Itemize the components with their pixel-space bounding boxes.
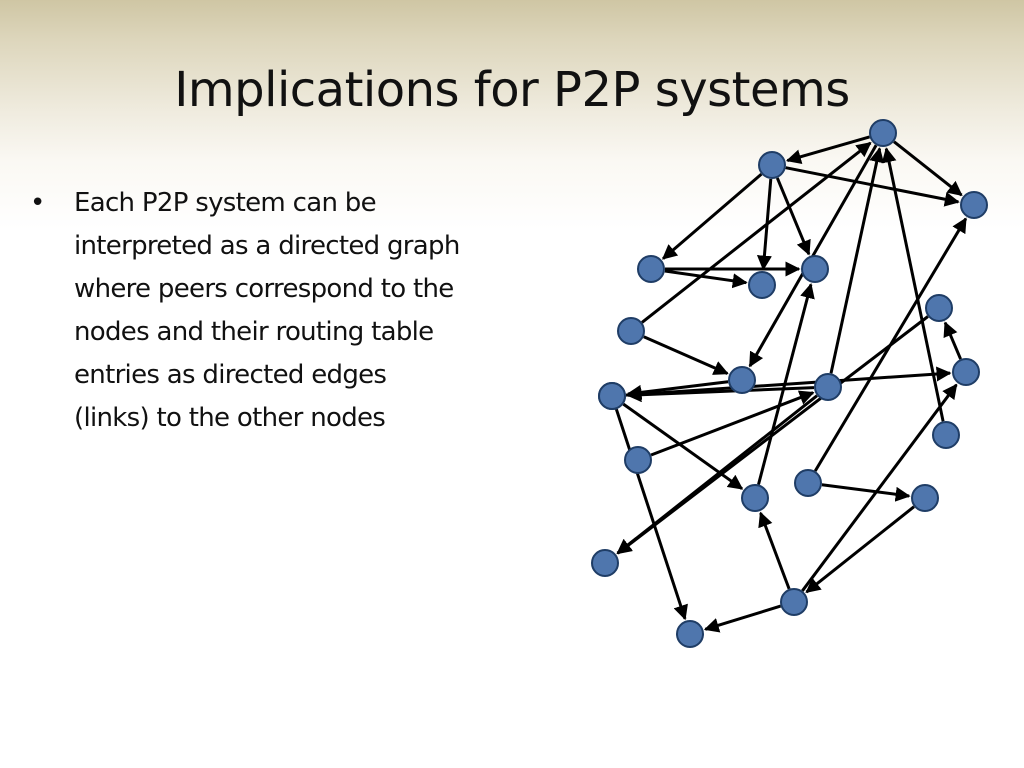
graph-node-n5 bbox=[801, 255, 829, 283]
graph-node-n16 bbox=[741, 484, 769, 512]
graph-edge-n19-n20 bbox=[801, 383, 958, 592]
graph-edge-n12-n1 bbox=[785, 135, 870, 165]
graph-node-n11 bbox=[814, 373, 842, 401]
bullet-line-6: (links) to the other nodes bbox=[74, 403, 386, 433]
graph-edge-n3-n12 bbox=[641, 141, 872, 324]
graph-edge-n7-n10 bbox=[614, 408, 688, 621]
graph-edge-n3-n6 bbox=[643, 335, 729, 375]
graph-edge-n21-n16 bbox=[622, 402, 744, 490]
graph-node-n18 bbox=[911, 484, 939, 512]
bullet-list: • Each P2P system can be interpreted as … bbox=[30, 182, 590, 440]
graph-node-n12 bbox=[869, 119, 897, 147]
graph-edge-n18-n19 bbox=[805, 505, 915, 594]
graph-node-n15 bbox=[932, 421, 960, 449]
slide-title: Implications for P2P systems bbox=[174, 62, 850, 118]
graph-node-n6 bbox=[728, 366, 756, 394]
edge-layer bbox=[614, 135, 968, 633]
graph-node-n10 bbox=[676, 620, 704, 648]
graph-node-n13 bbox=[960, 191, 988, 219]
graph-edge-n12-n13 bbox=[893, 140, 963, 197]
graph-edge-n19-n16 bbox=[758, 511, 791, 590]
graph-node-n21 bbox=[598, 382, 626, 410]
graph-node-n3 bbox=[617, 317, 645, 345]
graph-edge-n19-n10 bbox=[703, 604, 782, 633]
graph-edge-n21-n20 bbox=[625, 366, 952, 397]
node-layer bbox=[591, 119, 988, 648]
bullet-line-2: interpreted as a directed graph bbox=[74, 231, 460, 261]
bullet-line-4: nodes and their routing table bbox=[74, 317, 434, 347]
graph-node-n4 bbox=[748, 271, 776, 299]
graph-edge-n20-n14 bbox=[943, 321, 962, 360]
graph-node-n14 bbox=[925, 294, 953, 322]
graph-edge-n17-n18 bbox=[821, 483, 911, 502]
graph-node-n2 bbox=[637, 255, 665, 283]
graph-edge-n11-n12 bbox=[829, 147, 885, 374]
graph-edge-n17-n13 bbox=[813, 217, 968, 472]
graph-edge-n2-n4 bbox=[664, 269, 748, 289]
graph-edge-n6-n7 bbox=[626, 380, 729, 400]
graph-node-n17 bbox=[794, 469, 822, 497]
graph-edge-n1-n5 bbox=[775, 177, 811, 256]
graph-node-n8 bbox=[624, 446, 652, 474]
graph-edge-n1-n2 bbox=[661, 172, 763, 260]
bullet-item: • Each P2P system can be interpreted as … bbox=[30, 182, 590, 440]
graph-node-n9 bbox=[591, 549, 619, 577]
bullet-line-3: where peers correspond to the bbox=[74, 274, 454, 304]
bullet-line-1: Each P2P system can be bbox=[74, 188, 377, 218]
graph-node-n1 bbox=[758, 151, 786, 179]
bullet-marker: • bbox=[30, 188, 45, 218]
graph-node-n19 bbox=[780, 588, 808, 616]
graph-edge-n15-n12 bbox=[881, 147, 945, 422]
graph-node-n20 bbox=[952, 358, 980, 386]
bullet-line-5: entries as directed edges bbox=[74, 360, 387, 390]
